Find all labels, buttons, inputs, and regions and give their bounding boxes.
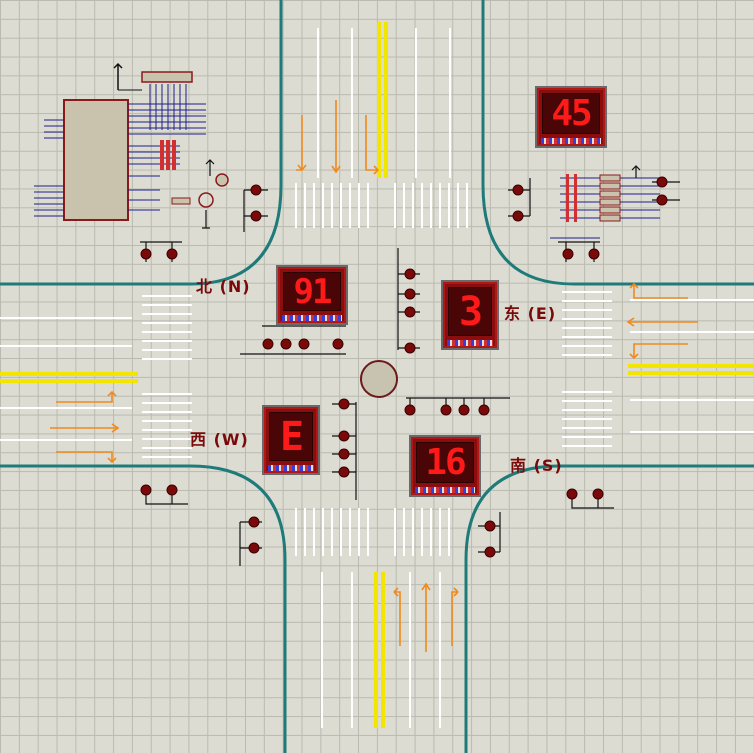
display-east: 3 (441, 280, 499, 350)
road-edge-sw (0, 464, 287, 753)
display-east-digits: 3 (458, 288, 483, 335)
arrow-north-2 (331, 100, 341, 174)
label-south: 南 (S) (510, 456, 563, 475)
label-north: 北 (N) (196, 277, 251, 296)
lane-arrows (50, 100, 698, 652)
arrow-south-1 (393, 587, 401, 646)
display-north-digits: 91 (293, 271, 333, 312)
display-south-digits: 16 (425, 442, 466, 483)
power-terminal (113, 62, 123, 90)
display-west-pins (268, 465, 314, 471)
mcu-circuit (34, 62, 229, 229)
crosswalk-west (142, 295, 192, 458)
display-corner-pins (541, 138, 601, 144)
arrow-west-1 (56, 390, 117, 403)
label-east: 东 (E) (504, 304, 557, 323)
signal-lamps (140, 176, 680, 566)
road-edge-se (464, 464, 754, 753)
center-reset-button[interactable] (360, 360, 398, 398)
mcu-chip (63, 99, 129, 221)
crosswalk-north (295, 183, 468, 228)
arrow-south-2 (421, 582, 431, 652)
display-east-pins (447, 340, 493, 346)
display-north: 91 (276, 265, 348, 325)
display-north-pins (282, 315, 342, 321)
arrow-east-2 (626, 317, 698, 327)
display-west-digits: E (279, 413, 304, 460)
arrow-south-3 (451, 587, 459, 646)
arrow-north-1 (296, 115, 307, 171)
crosswalk-south (295, 508, 450, 556)
arrow-west-3 (56, 451, 117, 464)
center-lines (0, 22, 754, 728)
transistor (198, 192, 214, 208)
crosswalk-east (562, 291, 612, 447)
road-edge-nw (0, 0, 283, 286)
resistor-network-ne (550, 165, 660, 239)
display-corner: 45 (535, 86, 607, 148)
display-south: 16 (409, 435, 481, 497)
display-south-pins (415, 487, 475, 493)
display-west: E (262, 405, 320, 475)
arrow-east-1 (629, 282, 688, 299)
buzzer (215, 173, 229, 187)
label-west: 西 (W) (190, 430, 249, 449)
arrow-east-3 (629, 343, 688, 360)
resistor-1 (171, 197, 191, 205)
arrow-west-2 (50, 423, 120, 433)
resistor-pack (141, 71, 193, 83)
road-edge-ne (481, 0, 754, 286)
arrow-north-3 (365, 115, 380, 175)
lane-dividers (0, 28, 754, 728)
display-corner-digits: 45 (551, 93, 592, 134)
